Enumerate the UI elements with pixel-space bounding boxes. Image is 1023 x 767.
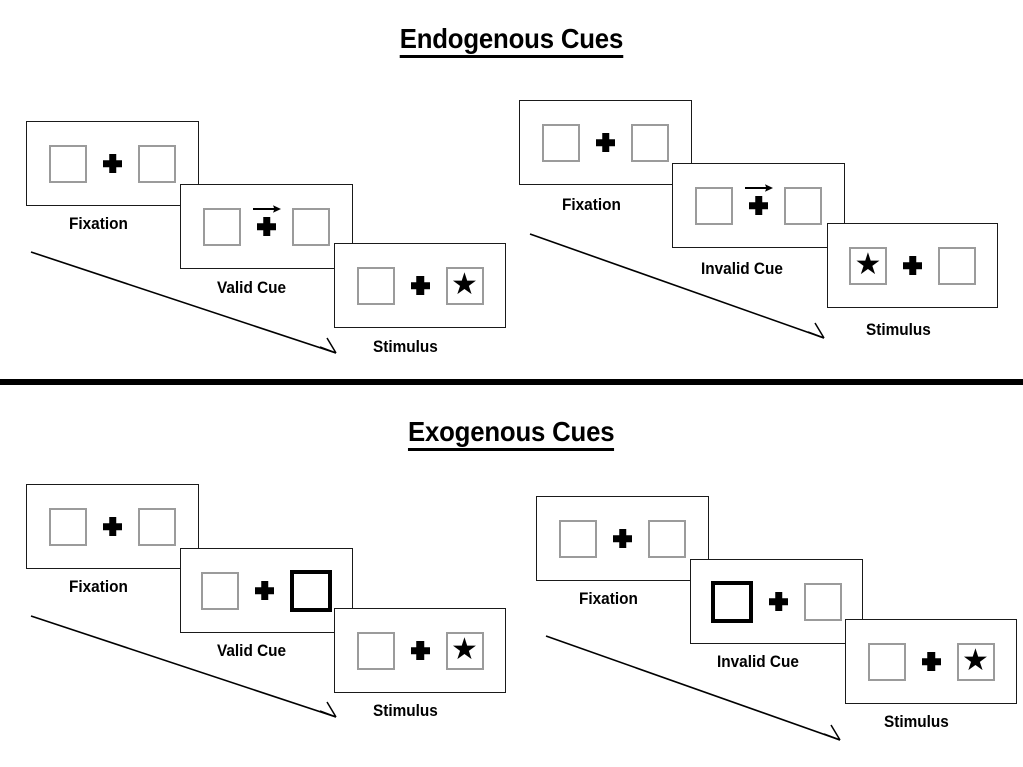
fixation-cross-icon — [903, 256, 922, 275]
cue-slot — [906, 652, 957, 671]
placeholder-box-right — [138, 144, 176, 183]
frame-inner: ★ — [356, 631, 484, 670]
star-icon: ★ — [451, 267, 478, 301]
frame-exogenous-invalid-cue[interactable] — [690, 559, 863, 644]
star-icon: ★ — [854, 247, 882, 281]
caption-endogenous-invalid-stimulus: Stimulus — [866, 321, 931, 339]
frame-inner — [559, 519, 686, 558]
caption-endogenous-invalid-fixation: Fixation — [562, 196, 621, 214]
frame-inner: ★ — [356, 266, 484, 305]
section-title-exogenous-text: Exogenous Cues — [408, 418, 615, 451]
placeholder-box-left-with-target: ★ — [849, 246, 887, 285]
placeholder-box-left — [356, 266, 395, 305]
frame-endogenous-invalid-cue[interactable] — [672, 163, 845, 248]
frame-exogenous-invalid-fixation[interactable] — [536, 496, 709, 581]
placeholder-box-left — [356, 631, 395, 670]
fixation-cross-icon — [613, 529, 632, 548]
frame-inner — [695, 184, 822, 225]
placeholder-box-right — [784, 186, 822, 225]
cue-slot — [597, 529, 648, 548]
frame-exogenous-valid-stimulus[interactable]: ★ — [334, 608, 506, 693]
fixation-cross-icon — [596, 133, 615, 152]
arrow-right-icon — [252, 205, 281, 213]
placeholder-box-right-with-target: ★ — [956, 642, 995, 681]
placeholder-box-left — [49, 144, 87, 183]
placeholder-box-left — [542, 123, 580, 162]
caption-endogenous-valid-fixation: Fixation — [69, 215, 128, 233]
placeholder-box-left — [49, 507, 87, 546]
placeholder-box-right — [938, 246, 976, 285]
time-arrow-endogenous-invalid — [529, 233, 825, 339]
section-title-endogenous: Endogenous Cues — [0, 25, 1023, 58]
frame-inner — [203, 205, 330, 246]
caption-endogenous-valid-cue: Valid Cue — [217, 279, 287, 297]
frame-endogenous-invalid-stimulus[interactable]: ★ — [827, 223, 998, 308]
frame-inner — [201, 569, 332, 612]
fixation-cross-icon — [769, 592, 788, 611]
section-title-exogenous: Exogenous Cues — [0, 418, 1023, 451]
section-divider — [0, 379, 1023, 385]
placeholder-box-left — [201, 571, 239, 610]
placeholder-box-right — [648, 519, 686, 558]
cue-slot — [239, 581, 290, 600]
caption-exogenous-invalid-stimulus: Stimulus — [884, 713, 949, 731]
placeholder-box-left — [695, 186, 733, 225]
arrow-right-icon — [744, 184, 773, 192]
frame-exogenous-valid-fixation[interactable] — [26, 484, 199, 569]
fixation-cross-icon — [922, 652, 941, 671]
fixation-cross-icon — [255, 581, 274, 600]
star-icon: ★ — [451, 632, 478, 666]
cue-slot — [395, 641, 446, 660]
placeholder-box-left — [203, 207, 241, 246]
time-arrow-endogenous-valid — [30, 251, 337, 354]
frame-inner — [711, 580, 842, 623]
caption-exogenous-valid-fixation: Fixation — [69, 578, 128, 596]
frame-inner: ★ — [867, 642, 995, 681]
caption-endogenous-invalid-cue: Invalid Cue — [701, 260, 783, 278]
caption-exogenous-invalid-fixation: Fixation — [579, 590, 638, 608]
frame-endogenous-valid-fixation[interactable] — [26, 121, 199, 206]
cued-box-right — [290, 569, 332, 612]
cue-slot — [87, 154, 138, 173]
time-arrow-exogenous-invalid — [545, 635, 841, 741]
frame-inner — [49, 507, 176, 546]
cue-slot — [753, 592, 804, 611]
fixation-cross-icon — [411, 641, 430, 660]
cued-box-left — [711, 580, 753, 623]
placeholder-box-left — [867, 642, 906, 681]
fixation-cross-icon — [749, 196, 768, 215]
frame-endogenous-invalid-fixation[interactable] — [519, 100, 692, 185]
fixation-cross-icon — [257, 217, 276, 236]
frame-inner: ★ — [849, 246, 976, 285]
caption-endogenous-valid-stimulus: Stimulus — [373, 338, 438, 356]
caption-exogenous-valid-stimulus: Stimulus — [373, 702, 438, 720]
placeholder-box-right — [631, 123, 669, 162]
caption-exogenous-invalid-cue: Invalid Cue — [717, 653, 799, 671]
frame-inner — [542, 123, 669, 162]
frame-endogenous-valid-cue[interactable] — [180, 184, 353, 269]
fixation-cross-icon — [103, 154, 122, 173]
cue-slot — [887, 256, 938, 275]
placeholder-box-left — [559, 519, 597, 558]
frame-inner — [49, 144, 176, 183]
frame-exogenous-invalid-stimulus[interactable]: ★ — [845, 619, 1017, 704]
frame-exogenous-valid-cue[interactable] — [180, 548, 353, 633]
placeholder-box-right — [804, 582, 842, 621]
section-title-endogenous-text: Endogenous Cues — [399, 25, 623, 58]
placeholder-box-right — [292, 207, 330, 246]
fixation-cross-icon — [103, 517, 122, 536]
cue-slot — [580, 133, 631, 152]
cue-slot — [395, 276, 446, 295]
star-icon: ★ — [962, 643, 989, 677]
placeholder-box-right — [138, 507, 176, 546]
placeholder-box-right-with-target: ★ — [445, 266, 484, 305]
placeholder-box-right-with-target: ★ — [445, 631, 484, 670]
time-arrow-exogenous-valid — [30, 615, 337, 718]
fixation-cross-icon — [411, 276, 430, 295]
frame-endogenous-valid-stimulus[interactable]: ★ — [334, 243, 506, 328]
cue-slot — [241, 205, 292, 236]
cue-slot — [733, 184, 784, 215]
caption-exogenous-valid-cue: Valid Cue — [217, 642, 287, 660]
cue-slot — [87, 517, 138, 536]
